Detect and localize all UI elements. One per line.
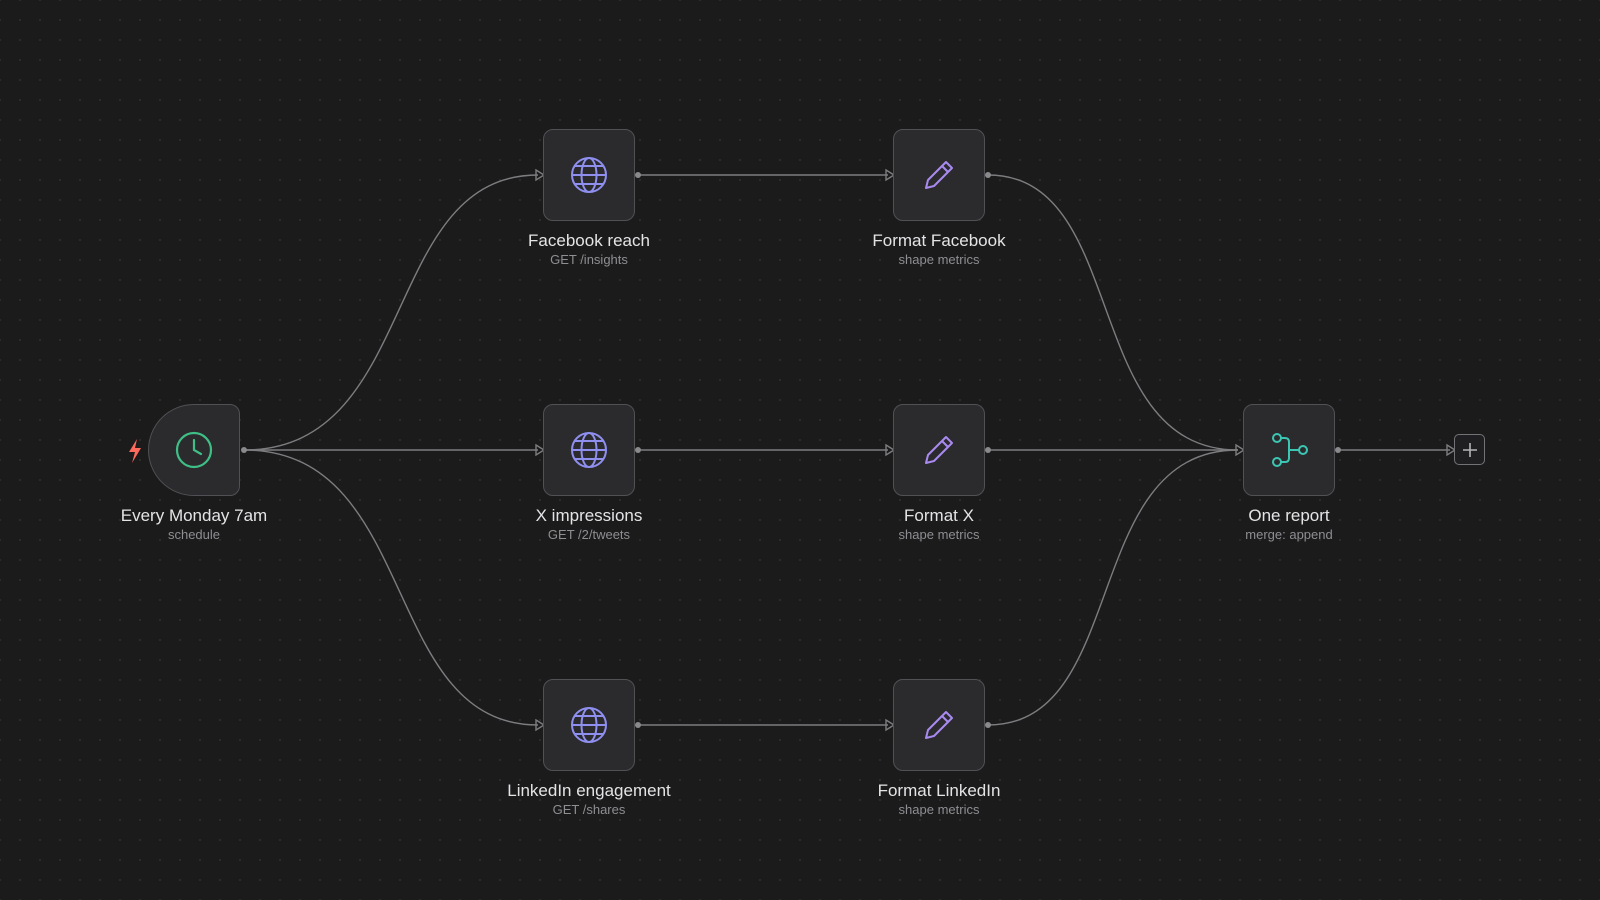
edge-trigger-facebook[interactable] xyxy=(243,174,539,451)
pencil-icon xyxy=(925,436,953,464)
node-schedule-trigger[interactable] xyxy=(148,404,240,496)
globe-icon xyxy=(571,157,607,193)
node-merge-one-report[interactable] xyxy=(1243,404,1335,496)
trigger-bolt-icon xyxy=(129,439,141,463)
node-format-x[interactable] xyxy=(893,404,985,496)
pencil-icon xyxy=(925,161,953,189)
pencil-icon xyxy=(925,711,953,739)
node-x-impressions[interactable] xyxy=(543,404,635,496)
node-linkedin-engagement[interactable] xyxy=(543,679,635,771)
globe-icon xyxy=(571,707,607,743)
add-node-button[interactable] xyxy=(1454,434,1485,465)
edge-trigger-linkedin[interactable] xyxy=(243,449,539,726)
globe-icon xyxy=(571,432,607,468)
node-facebook-reach[interactable] xyxy=(543,129,635,221)
node-format-facebook[interactable] xyxy=(893,129,985,221)
input-handles xyxy=(535,168,1457,732)
node-format-linkedin[interactable] xyxy=(893,679,985,771)
output-handles xyxy=(241,172,1341,728)
edge-format-facebook-merge[interactable] xyxy=(987,174,1239,451)
edge-format-linkedin-merge[interactable] xyxy=(987,449,1239,726)
clock-icon xyxy=(175,431,213,469)
merge-icon xyxy=(1272,433,1308,467)
plus-icon xyxy=(1462,442,1477,457)
